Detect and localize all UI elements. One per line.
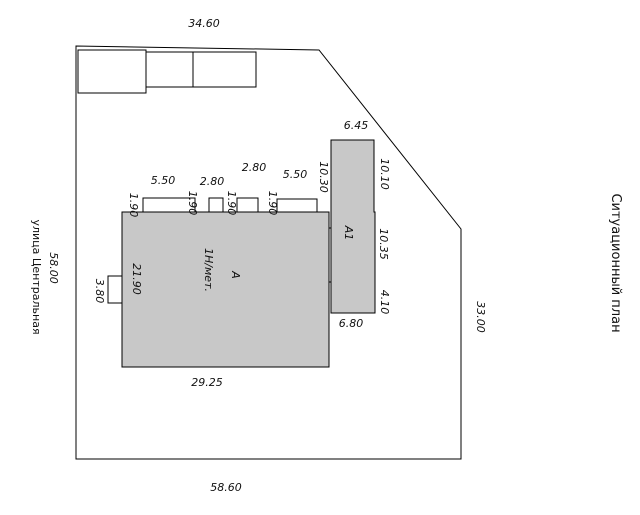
bay-width-1: 5.50 bbox=[151, 174, 176, 187]
plan-title: Ситуационный план bbox=[608, 193, 623, 332]
a1-right-lower-dim: 4.10 bbox=[378, 290, 391, 315]
building-a-width-dim: 29.25 bbox=[191, 376, 223, 389]
building-a bbox=[121, 211, 330, 368]
plot-left-dim: 58.00 bbox=[47, 252, 60, 284]
bay-3 bbox=[236, 197, 259, 213]
bay-width-2: 2.80 bbox=[200, 175, 225, 188]
bay-2 bbox=[208, 197, 224, 213]
porch-left-dim: 3.80 bbox=[93, 279, 106, 304]
plot-boundary bbox=[75, 45, 462, 460]
bay-depth-4: 1.90 bbox=[266, 191, 279, 216]
shed-1 bbox=[77, 49, 147, 94]
building-a-name: А bbox=[229, 270, 242, 279]
shed-3 bbox=[192, 51, 257, 88]
a1-bottom-dim: 6.80 bbox=[339, 317, 364, 330]
street-label: улица Центральная bbox=[30, 219, 43, 334]
building-a1-name: А1 bbox=[342, 225, 355, 241]
bay-depth-1: 1.90 bbox=[127, 193, 140, 218]
bay-width-3: 2.80 bbox=[242, 161, 267, 174]
a1-right-upper-dim: 10.10 bbox=[378, 158, 391, 190]
bay-width-4: 5.50 bbox=[283, 168, 308, 181]
plot-top-dim: 34.60 bbox=[188, 17, 220, 30]
porch-left bbox=[107, 275, 123, 304]
bay-4 bbox=[276, 198, 318, 213]
bay-depth-2: 1.90 bbox=[186, 191, 199, 216]
bay-depth-3: 1.90 bbox=[225, 191, 238, 216]
shed-2 bbox=[145, 51, 194, 88]
a1-right-middle-dim: 10.35 bbox=[377, 228, 390, 260]
building-a-subtitle: 1Н/мет. bbox=[202, 248, 215, 292]
plot-right-dim: 33.00 bbox=[474, 301, 487, 333]
a1-left-dim: 10.30 bbox=[317, 161, 330, 193]
building-a1 bbox=[330, 139, 376, 314]
building-a-depth-dim: 21.90 bbox=[130, 263, 143, 295]
plot-bottom-dim: 58.60 bbox=[210, 481, 242, 494]
a1-top-dim: 6.45 bbox=[344, 119, 369, 132]
